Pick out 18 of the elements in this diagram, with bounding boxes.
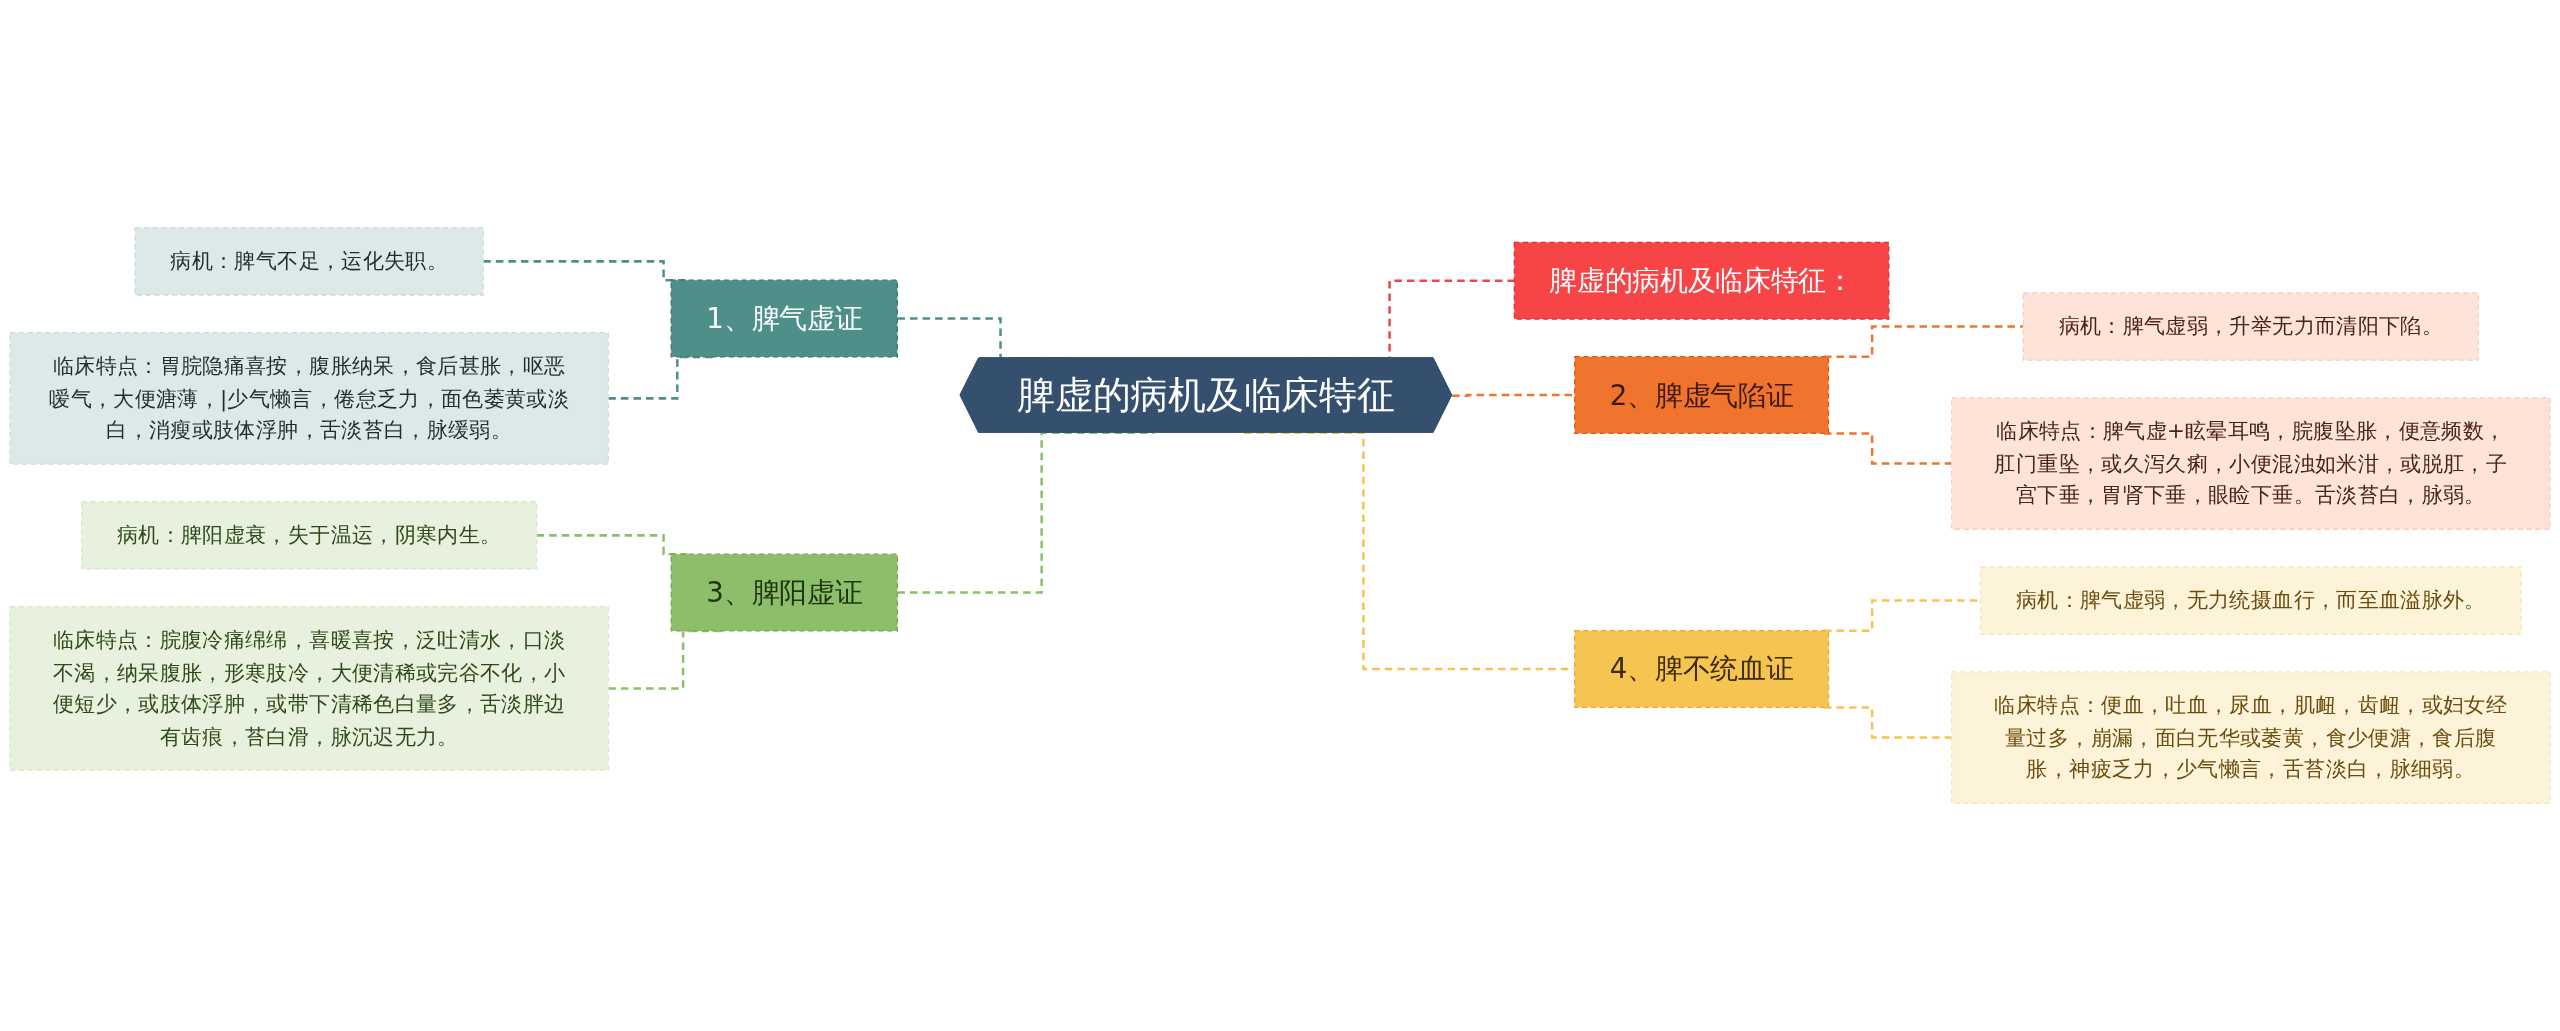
node-box: 临床特点：便血，吐血，尿血，肌衄，齿衄，或妇女经量过多，崩漏，面白无华或萎黄，食少便溏，食后腹胀，神疲乏力，少气懒言，舌苔淡白，脉细弱。 [1951, 671, 2551, 804]
node-box: 病机：脾气虚弱，无力统摄血行，而至血溢脉外。 [1979, 566, 2522, 635]
node-box: 病机：脾气虚弱，升举无力而清阳下陷。 [2022, 292, 2479, 361]
connector [608, 355, 715, 400]
node-box: 3、脾阳虚证 [670, 553, 898, 632]
connector [1823, 706, 1952, 739]
node-box: 临床特点：脘腹冷痛绵绵，喜暖喜按，泛吐清水，口淡不渴，纳呆腹胀，形寒肢冷，大便清稀或完谷不化，小便短少，或肢体浮肿，或带下清稀色白量多，舌淡胖边有齿痕，苔白滑，脉沉迟无力。 [9, 606, 609, 771]
connector [1823, 432, 1952, 465]
connector [1823, 325, 2024, 358]
node-box: 病机：脾气不足，运化失职。 [134, 227, 484, 296]
node-box: 1、脾气虚证 [670, 279, 898, 358]
node-box: 4、脾不统血证 [1574, 630, 1830, 709]
node-box: 病机：脾阳虚衰，失于温运，阴寒内生。 [81, 501, 538, 570]
node-box: 临床特点：脾气虚+眩晕耳鸣，脘腹坠胀，便意频数，肛门重坠，或久泻久痢，小便混浊如米泔，或脱肛，子宫下垂，胃肾下垂，眼睑下垂。舌淡苔白，脉弱。 [1951, 397, 2551, 530]
node-box: 临床特点：胃脘隐痛喜按，腹胀纳呆，食后甚胀，呕恶嗳气，大便溏薄，|少气懒言，倦怠乏力，面色萎黄或淡白，消瘦或肢体浮肿，舌淡苔白，脉缓弱。 [9, 332, 609, 465]
connector [1452, 393, 1575, 397]
node-box: 脾虚的病机及临床特征： [1513, 241, 1890, 320]
node-box: 2、脾虚气陷证 [1574, 356, 1830, 435]
